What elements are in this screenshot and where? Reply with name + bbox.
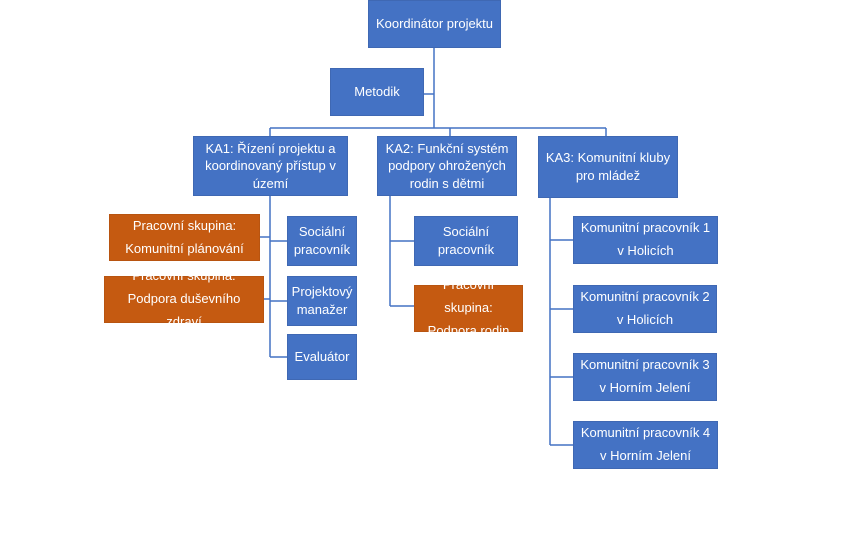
ka3-header-box: KA3: Komunitní kluby pro mládež: [538, 136, 678, 198]
root-box-koordinator: Koordinátor projektu: [368, 0, 501, 48]
ka1-member-evaluator: Evaluátor: [287, 334, 357, 380]
ka2-working-group-podpora-rodin: Pracovní skupina: Podpora rodin: [414, 277, 523, 338]
ka1-header-box: KA1: Řízení projektu a koordinovaný přís…: [193, 136, 348, 196]
ka2-member-socialni-pracovnik: Sociální pracovník: [414, 216, 518, 266]
advisor-box-metodik: Metodik: [330, 68, 424, 116]
ka2-header-box: KA2: Funkční systém podpory ohrožených r…: [377, 136, 517, 196]
ka3-member-komunitni-pracovnik-1: Komunitní pracovník 1 v Holicích: [573, 216, 718, 264]
ka1-working-group-podpora-dusevniho-zdravi: Pracovní skupina: Podpora duševního zdra…: [104, 268, 264, 329]
ka1-working-group-komunitni-planovani: Pracovní skupina: Komunitní plánování: [109, 214, 260, 261]
ka1-member-projektovy-manazer: Projektový manažer: [287, 276, 357, 326]
ka3-member-komunitni-pracovnik-4: Komunitní pracovník 4 v Horním Jelení: [573, 421, 718, 469]
ka3-member-komunitni-pracovnik-3: Komunitní pracovník 3 v Horním Jelení: [573, 353, 717, 401]
ka1-member-socialni-pracovnik: Sociální pracovník: [287, 216, 357, 266]
ka3-member-komunitni-pracovnik-2: Komunitní pracovník 2 v Holicích: [573, 285, 717, 333]
